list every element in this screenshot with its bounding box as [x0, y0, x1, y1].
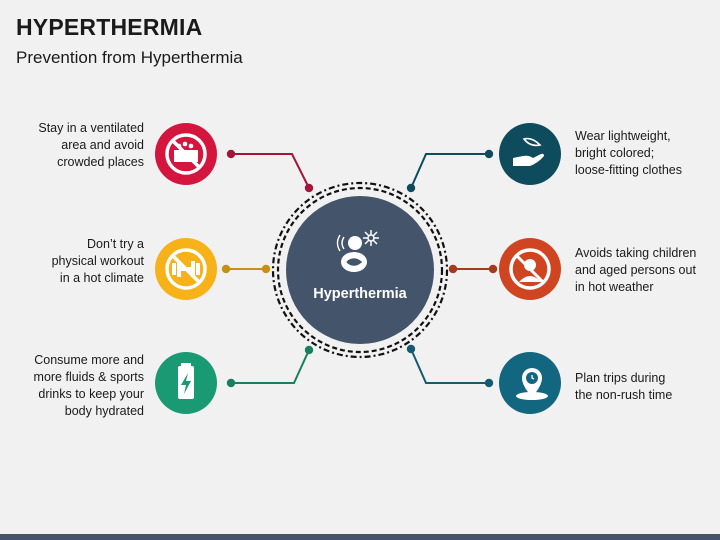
location-clock-icon: [516, 368, 548, 400]
connector-3: [226, 345, 314, 388]
connector-6: [406, 344, 494, 388]
connector-4: [406, 149, 494, 193]
text-line: Consume more and: [34, 353, 144, 367]
no-crowd-icon: [165, 133, 207, 175]
energy-drink-icon: [178, 363, 194, 399]
text-line: Plan trips during: [575, 371, 666, 385]
item-text-3: Consume more and more fluids & sports dr…: [14, 352, 144, 420]
item-icon-circle-6: [499, 352, 561, 414]
text-line: area and avoid: [61, 138, 144, 152]
text-line: Wear lightweight,: [575, 129, 671, 143]
item-text-5: Avoids taking children and aged persons …: [575, 245, 720, 296]
connector-1: [226, 149, 314, 193]
text-line: the non-rush time: [575, 388, 673, 402]
connector-2: [221, 264, 271, 274]
item-icon-circle-1: [155, 123, 217, 185]
text-line: Stay in a ventilated: [38, 121, 144, 135]
text-line: in a hot climate: [59, 271, 144, 285]
text-line: Don’t try a: [87, 237, 144, 251]
connector-5: [448, 264, 498, 274]
item-text-6: Plan trips during the non-rush time: [575, 370, 720, 404]
page-title: HYPERTHERMIA: [16, 14, 203, 40]
no-dumbbell-icon: [165, 248, 207, 290]
text-line: bright colored;: [575, 146, 655, 160]
center-rings: [271, 181, 449, 359]
center-label: Hyperthermia: [313, 286, 407, 302]
item-icon-circle-2: [155, 238, 217, 300]
item-text-4: Wear lightweight, bright colored; loose-…: [575, 128, 720, 179]
no-persons-icon: [509, 248, 551, 290]
footer-bar: [0, 534, 720, 540]
feather-hand-icon: [513, 137, 544, 166]
item-text-2: Don’t try a physical workout in a hot cl…: [14, 236, 144, 287]
text-line: loose-fitting clothes: [575, 163, 683, 177]
text-line: Avoids taking children: [575, 246, 697, 260]
text-line: body hydrated: [64, 404, 144, 418]
item-icon-circle-3: [155, 352, 217, 414]
item-text-1: Stay in a ventilated area and avoid crow…: [14, 120, 144, 171]
text-line: more fluids & sports: [33, 370, 144, 384]
item-icon-circle-4: [499, 123, 561, 185]
text-line: and aged persons out: [575, 263, 696, 277]
text-line: physical workout: [51, 254, 144, 268]
text-line: crowded places: [57, 155, 144, 169]
text-line: in hot weather: [575, 280, 654, 294]
item-icon-circle-5: [499, 238, 561, 300]
person-heat-icon: [336, 230, 379, 272]
text-line: drinks to keep your: [38, 387, 144, 401]
page-subtitle: Prevention from Hyperthermia: [16, 48, 243, 67]
